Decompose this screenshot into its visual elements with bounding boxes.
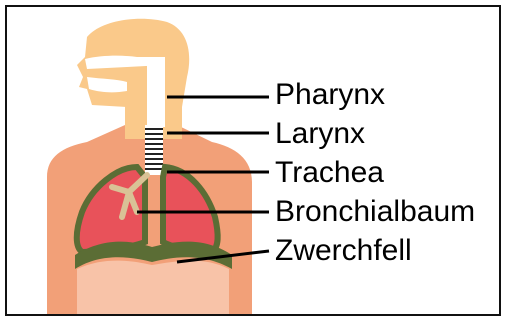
diagram-frame: Pharynx Larynx Trachea Bronchialbaum Zwe… xyxy=(5,5,501,316)
label-bronchialbaum: Bronchialbaum xyxy=(275,197,475,227)
label-trachea: Trachea xyxy=(275,158,384,188)
label-zwerchfell: Zwerchfell xyxy=(275,236,412,266)
pharynx-airway xyxy=(147,57,165,127)
trachea xyxy=(145,125,163,175)
label-larynx: Larynx xyxy=(275,119,365,149)
respiratory-system-illustration xyxy=(7,7,499,314)
label-pharynx: Pharynx xyxy=(275,80,385,110)
abdomen xyxy=(77,261,229,314)
